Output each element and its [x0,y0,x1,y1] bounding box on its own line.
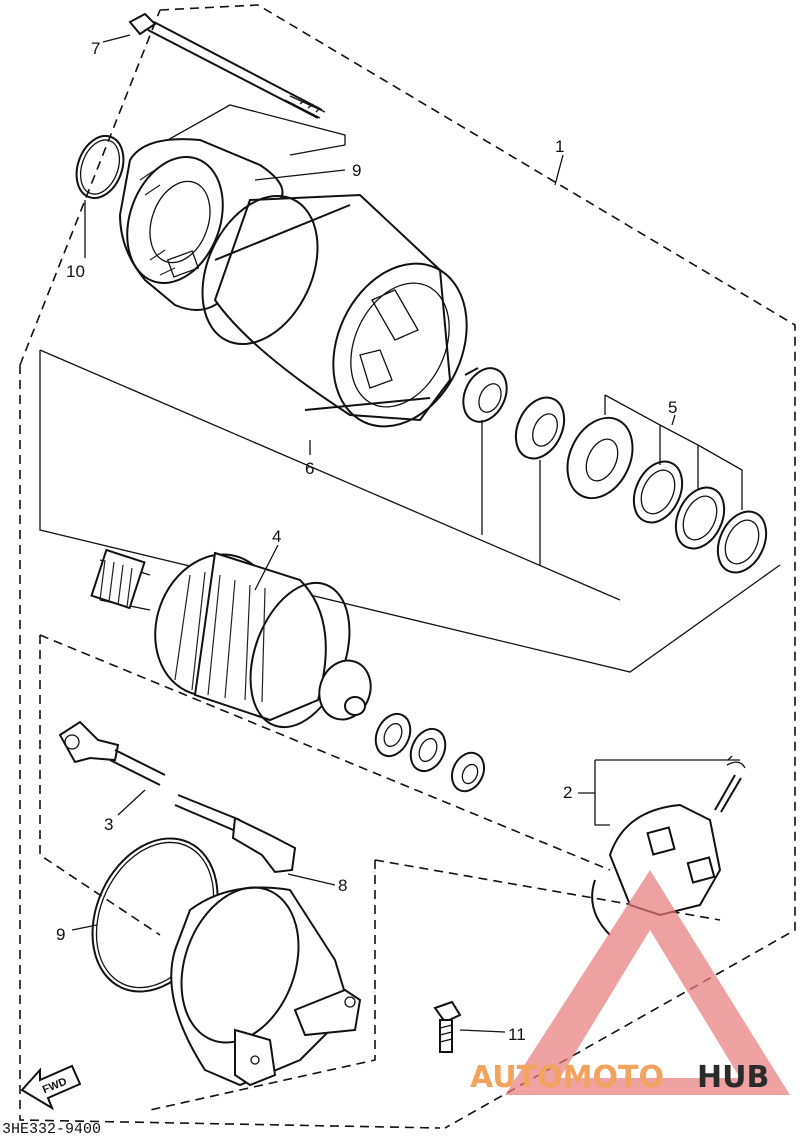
fwd-arrow: FWD [20,1064,82,1111]
label-part-1: 1 [555,137,564,156]
label-part-10: 10 [66,262,85,281]
label-part-11: 11 [508,1025,526,1044]
lead-wire [58,720,297,874]
label-part-7: 7 [91,39,100,58]
diagram-code: 3HE332-9400 [2,1121,101,1137]
oil-seal [514,396,566,460]
o-ring-inner [79,139,121,195]
washer-set [566,394,768,574]
armature-washers [374,712,486,793]
watermark-logo [505,870,790,1095]
watermark-text-dark: HUB [697,1060,769,1095]
armature-group-box [39,349,781,673]
label-part-2: 2 [563,783,572,802]
o-ring [75,135,125,199]
label-part-9-bottom: 9 [56,925,65,944]
mounting-bolt [433,1000,462,1053]
label-part-9-top: 9 [352,161,361,180]
bearing [462,367,508,423]
label-part-3: 3 [104,815,113,834]
bolt-group-box [149,104,346,156]
watermark-triangle [505,870,790,1095]
cover-group-boundary [39,634,721,1111]
assembly-boundary-dashed [19,4,796,1129]
label-part-4: 4 [272,527,281,546]
label-part-5: 5 [668,398,677,417]
through-bolt [128,12,326,119]
rear-cover [170,886,362,1087]
armature [90,548,372,729]
watermark-m-mark [610,880,690,945]
yoke-housing [201,193,468,428]
watermark-text-accent: AUTOMOTO [470,1060,664,1095]
label-part-8: 8 [338,876,347,895]
label-part-6: 6 [305,459,314,478]
leader-lines-seals [481,420,541,565]
label-leaders [71,34,740,1033]
brush-holder [591,755,746,936]
